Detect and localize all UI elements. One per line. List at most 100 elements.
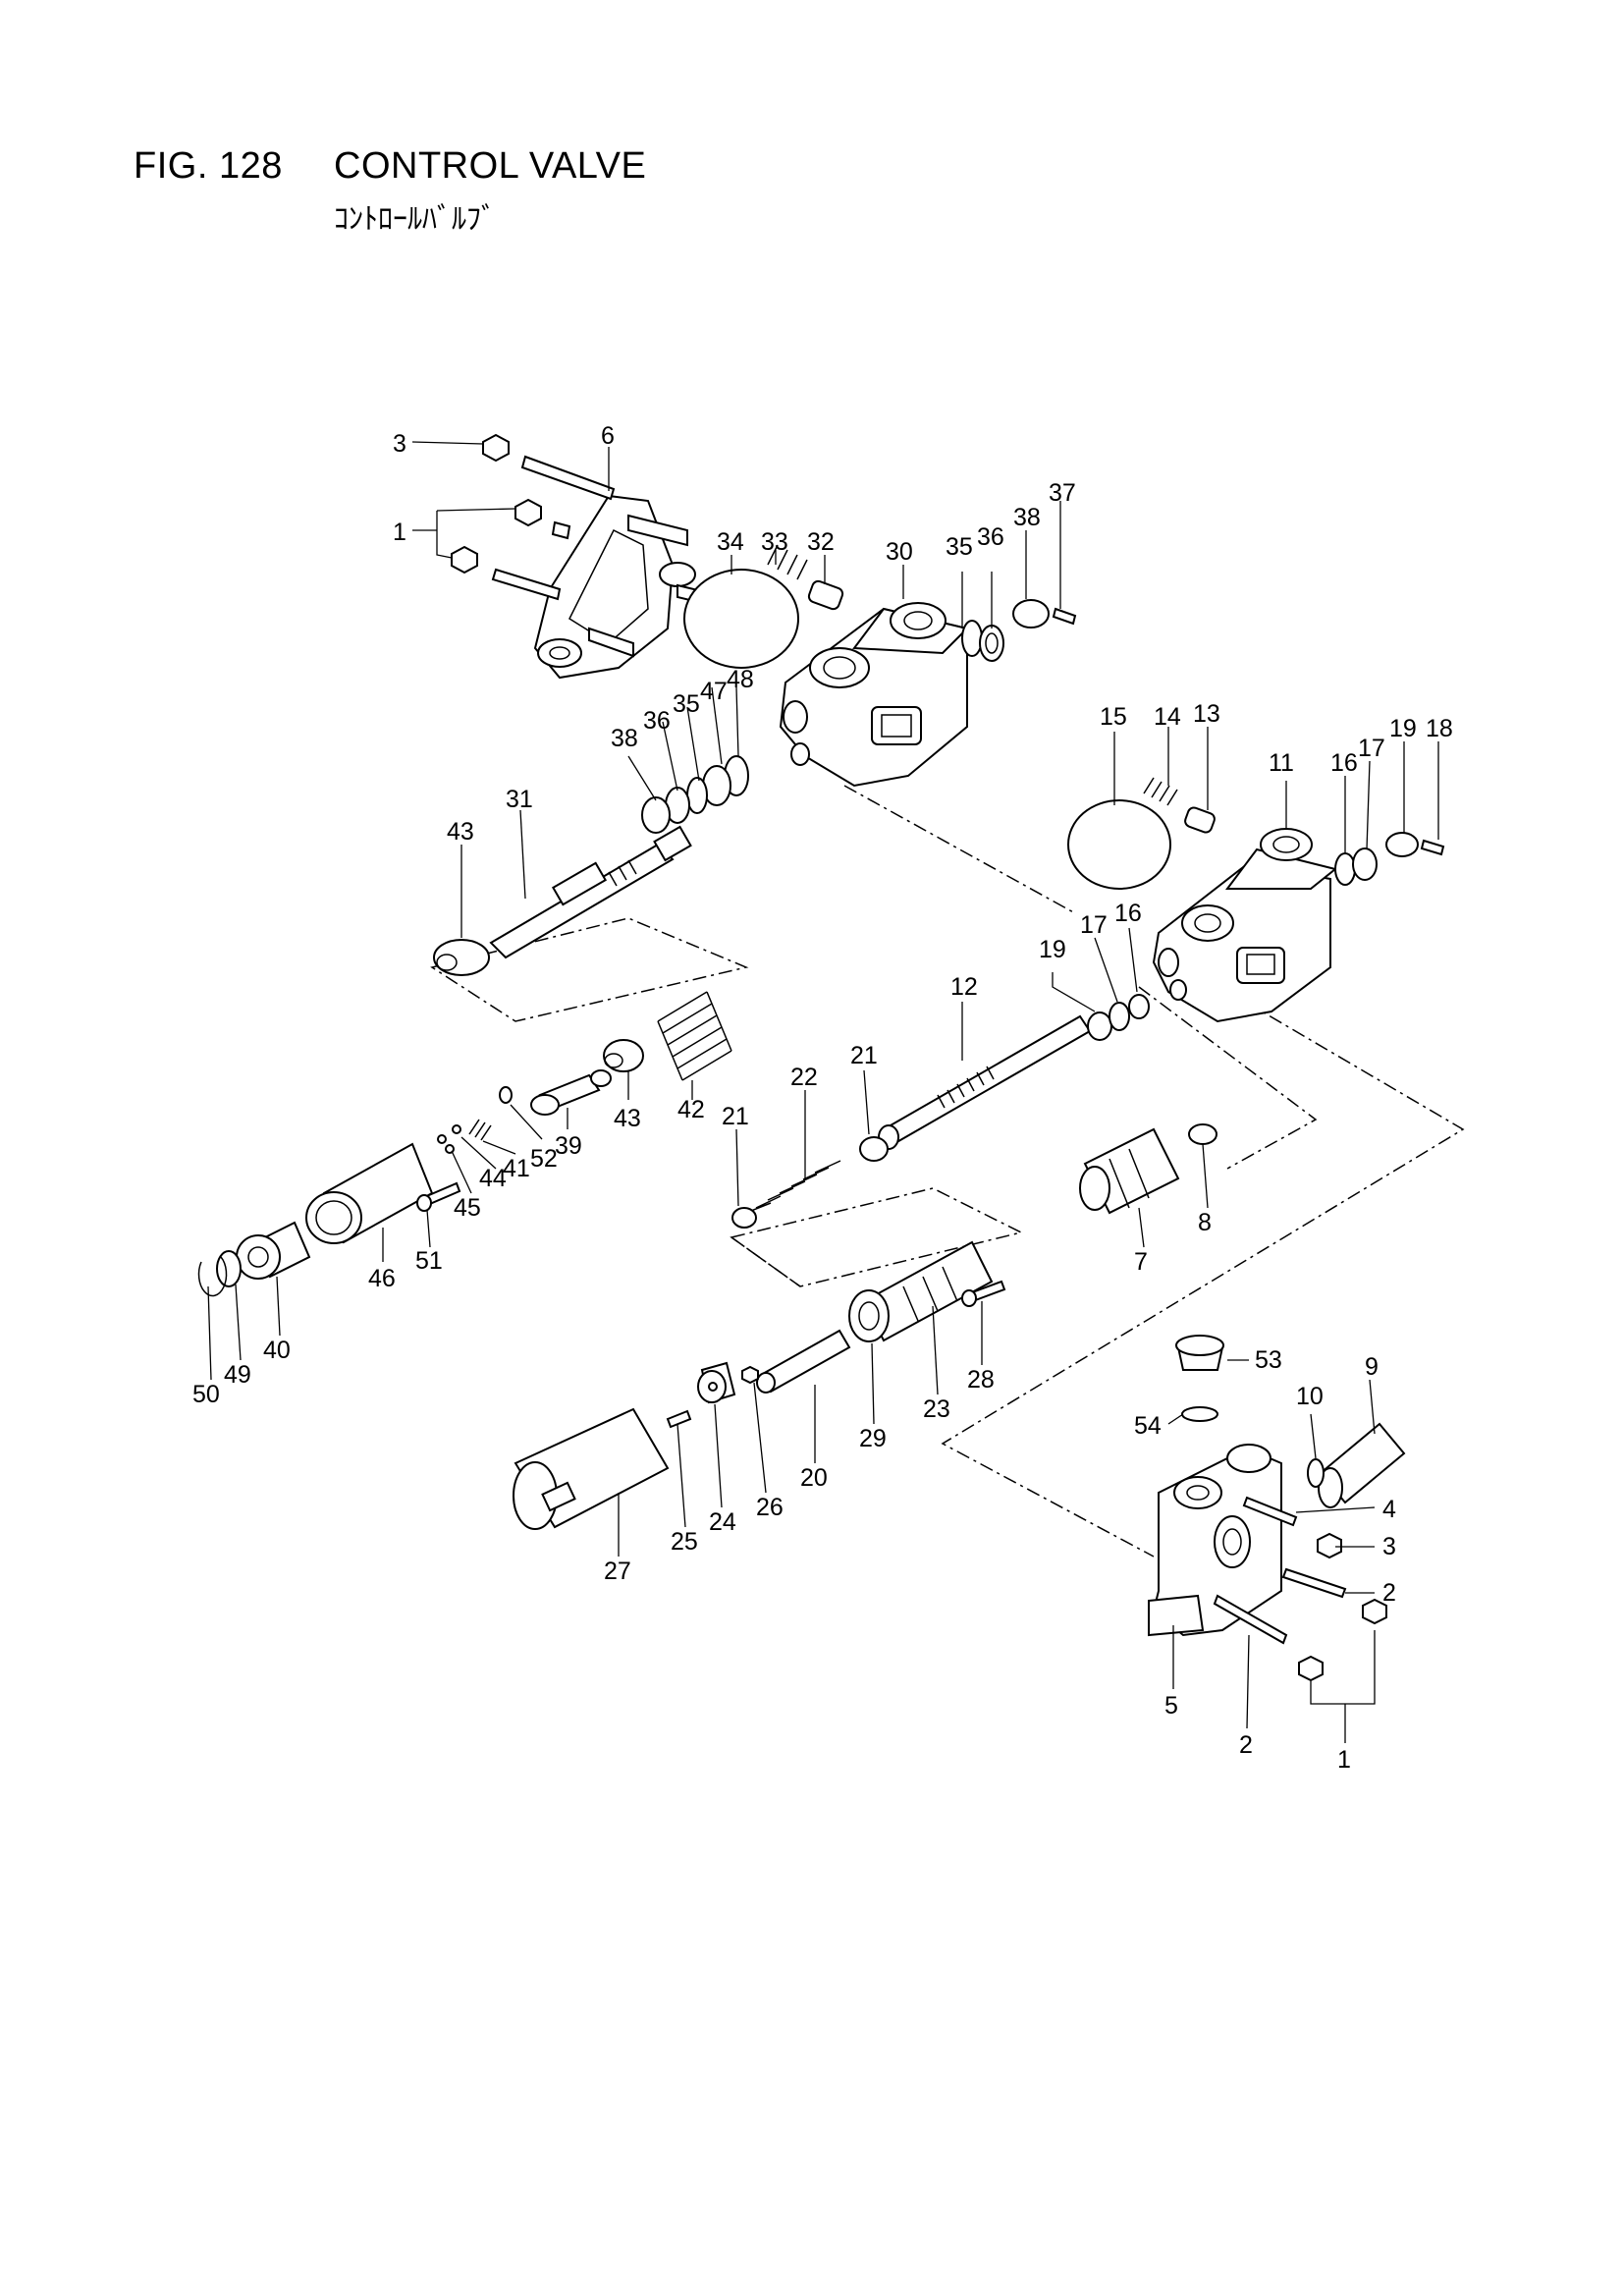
callout-24: 24	[709, 1508, 736, 1536]
callout-19-right: 19	[1389, 715, 1417, 742]
spring-41-ring-52-balls	[437, 1086, 513, 1154]
callout-16-mid: 16	[1114, 900, 1142, 927]
nut-26	[741, 1365, 759, 1385]
callout-23: 23	[923, 1395, 950, 1423]
rings-35-36-38-screw-37	[961, 599, 1077, 662]
callout-42: 42	[677, 1096, 705, 1123]
end-cover-6	[533, 494, 728, 680]
callout-30: 30	[886, 538, 913, 566]
collar-43-upper	[433, 939, 490, 976]
callout-35-mid: 35	[673, 690, 700, 718]
valve-body-upper	[779, 602, 969, 788]
callout-7: 7	[1134, 1248, 1148, 1276]
tie-bolts-top	[491, 455, 616, 601]
callout-2-bottom: 2	[1239, 1731, 1253, 1759]
valve-body-right	[1152, 828, 1338, 1023]
plate-15	[1067, 799, 1171, 890]
callout-12: 12	[950, 973, 978, 1001]
callout-14: 14	[1154, 703, 1181, 731]
callout-29: 29	[859, 1425, 887, 1452]
rings-47-48-35-36-38	[641, 755, 749, 834]
cap-46	[305, 1142, 434, 1244]
callout-21-lower: 21	[722, 1103, 749, 1130]
callout-46: 46	[368, 1265, 396, 1292]
callout-37: 37	[1049, 479, 1076, 507]
spring-14-plug-13	[1143, 777, 1216, 834]
callout-44: 44	[479, 1165, 507, 1192]
callout-31: 31	[506, 786, 533, 813]
callout-16-right: 16	[1330, 749, 1358, 777]
nuts-top	[451, 433, 542, 574]
callout-43-lower: 43	[614, 1105, 641, 1132]
stopper-39	[530, 1069, 612, 1116]
cap-23-seal-29	[848, 1240, 994, 1342]
callout-47: 47	[700, 678, 728, 705]
shaft-20	[756, 1329, 851, 1394]
callout-53: 53	[1255, 1346, 1282, 1374]
callout-26: 26	[756, 1494, 784, 1521]
plate-34	[683, 569, 799, 669]
bolts-4-2	[1213, 1496, 1347, 1645]
callout-27: 27	[604, 1558, 631, 1585]
callout-9: 9	[1365, 1353, 1379, 1381]
callout-40: 40	[263, 1337, 291, 1364]
bolt-28	[961, 1280, 1006, 1307]
callout-3-top: 3	[393, 430, 406, 458]
spool-31	[489, 825, 692, 959]
figure-title: CONTROL VALVE	[334, 145, 647, 187]
relief-valve-7	[1079, 1127, 1180, 1215]
callout-22: 22	[790, 1064, 818, 1091]
leader-lines	[207, 441, 1439, 1743]
callout-labels: 3 6 1 34 33 32 30 35 36 38 37 47 48 35 3…	[192, 422, 1453, 1774]
plug-53-ring-54	[1175, 1335, 1224, 1422]
bolt-25	[666, 1409, 692, 1429]
callout-36-mid: 36	[643, 707, 671, 735]
rings-19-17-16-mid	[1087, 994, 1150, 1041]
callout-18: 18	[1426, 715, 1453, 742]
callout-33: 33	[761, 528, 788, 556]
callout-6: 6	[601, 422, 615, 450]
callout-36-top: 36	[977, 523, 1004, 551]
bolt-51	[416, 1181, 461, 1212]
callout-11: 11	[1269, 749, 1294, 777]
callout-50: 50	[192, 1381, 220, 1408]
callout-3-lower: 3	[1382, 1533, 1396, 1560]
callout-48: 48	[727, 666, 754, 693]
callout-38-mid: 38	[611, 725, 638, 752]
callout-39: 39	[555, 1132, 582, 1160]
callout-4: 4	[1382, 1496, 1396, 1523]
callout-1-top: 1	[393, 519, 406, 546]
callout-25: 25	[671, 1528, 698, 1556]
callout-52: 52	[530, 1145, 558, 1173]
figure-subtitle-japanese: ｺﾝﾄﾛｰﾙﾊﾞﾙﾌﾞ	[334, 203, 496, 236]
relief-valve-9-ring-10	[1307, 1422, 1406, 1508]
spool-12	[878, 1014, 1092, 1150]
callout-2-right: 2	[1382, 1579, 1396, 1607]
callout-34: 34	[717, 528, 744, 556]
callout-13: 13	[1193, 700, 1220, 728]
callout-20: 20	[800, 1464, 828, 1492]
callout-35-top: 35	[946, 533, 973, 561]
collar-24	[697, 1361, 736, 1404]
nuts-1-3-lower	[1298, 1532, 1387, 1682]
callout-51: 51	[415, 1247, 443, 1275]
callout-15: 15	[1100, 703, 1127, 731]
callout-54: 54	[1134, 1412, 1162, 1440]
rings-16-17-plate-19-screw-18	[1334, 832, 1445, 886]
spring-22-seats-21	[731, 1136, 889, 1229]
callout-41: 41	[503, 1155, 530, 1182]
callout-1-bottom: 1	[1337, 1746, 1351, 1774]
spring-42	[657, 991, 732, 1081]
figure-number: FIG. 128	[134, 145, 283, 187]
callout-43-top: 43	[447, 818, 474, 846]
callout-45: 45	[454, 1194, 481, 1222]
callout-32: 32	[807, 528, 835, 556]
callout-10: 10	[1296, 1383, 1324, 1410]
callout-19-mid: 19	[1039, 936, 1066, 963]
end-body-5	[1148, 1444, 1282, 1637]
spring-33-plug-32	[767, 544, 844, 611]
seat-43-lower	[603, 1039, 644, 1072]
assembly-centerlines	[430, 785, 1465, 1558]
callout-5: 5	[1164, 1692, 1178, 1720]
